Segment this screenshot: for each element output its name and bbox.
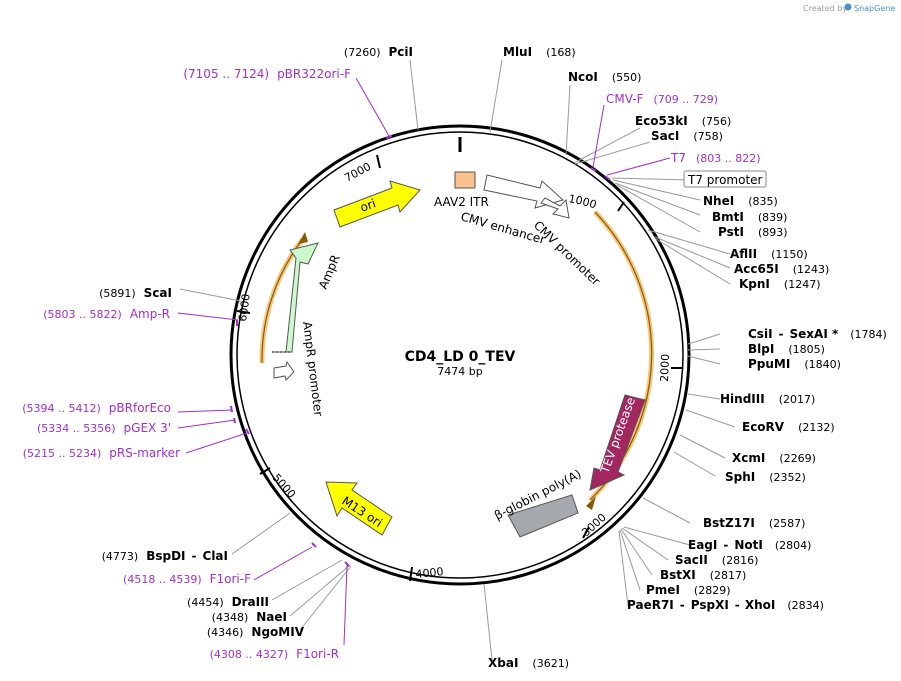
aav2-itr-feature[interactable] [454,171,476,189]
m13-ori-feature[interactable] [325,481,393,536]
backbone-outer-ring [229,124,691,586]
site-label[interactable]: HindIII(2017) [720,392,815,406]
site-label[interactable]: (7260)PciI [344,45,413,59]
site-label[interactable]: EcoRV(2132) [742,420,835,434]
site-label[interactable]: BstXI(2817) [660,568,746,582]
tick-label-6000: 6000 [236,293,253,323]
site-label[interactable]: PmeI(2829) [646,583,730,597]
site-label[interactable]: (4773)BspDI-ClaI [102,549,228,563]
orf-arrowhead-right [586,496,596,510]
site-label[interactable]: BstZ17I(2587) [703,516,805,530]
primer-label[interactable]: (4308 .. 4327)F1ori-R [210,647,339,661]
site-labels-right: MluI(168) NcoI(550) Eco53kI(756) SacI(75… [488,45,887,670]
tick-label-1000: 1000 [567,192,598,211]
snapgene-logo-icon [844,3,852,11]
site-label[interactable]: (4348)NaeI [212,610,287,624]
site-label[interactable]: BlpI(1805) [748,342,825,356]
site-labels-left: (7260)PciI (5891)ScaI (4773)BspDI-ClaI (… [99,45,413,639]
site-label[interactable]: Acc65I(1243) [734,262,829,276]
plasmid-name: CD4_LD 0_TEV [405,349,516,365]
tick-label-2000: 2000 [658,354,672,382]
primer-label[interactable]: T7(803 .. 822) [670,151,761,165]
tick-label-7000: 7000 [342,160,373,185]
site-label[interactable]: AflII(1150) [730,247,808,261]
site-label[interactable]: SacI(758) [651,129,723,143]
ori-label: ori [358,196,377,214]
cmv-promoter-feature[interactable] [540,197,570,219]
major-ticks [236,154,683,582]
site-label[interactable]: SphI(2352) [725,470,806,484]
site-label[interactable]: XcmI(2269) [732,451,816,465]
credit-text: Created by [803,4,847,13]
t7-promoter-label: T7 promoter [687,173,763,187]
backbone-inner-ring [236,131,684,579]
ampr-promoter-feature[interactable] [273,360,295,381]
site-label[interactable]: (4454)DraIII [187,595,269,609]
site-label[interactable]: CsiI-SexAI *(1784) [748,327,887,341]
primer-label[interactable]: (7105 .. 7124)pBR322ori-F [183,67,351,81]
plasmid-length: 7474 bp [437,365,482,378]
primer-label[interactable]: (5334 .. 5356)pGEX 3' [37,421,171,435]
site-label[interactable]: MluI(168) [503,45,576,59]
site-label[interactable]: XbaI(3621) [488,656,569,670]
tev-protease-feature[interactable] [589,394,646,491]
primer-label[interactable]: (5394 .. 5412)pBRforEco [22,401,171,415]
site-label[interactable]: EagI-NotI(2804) [688,538,811,552]
aav2-itr-label: AAV2 ITR [434,195,489,209]
primer-label[interactable]: CMV-F(709 .. 729) [606,92,718,106]
site-label[interactable]: (4346)NgoMIV [207,625,305,639]
site-label[interactable]: PpuMI(1840) [748,357,841,371]
site-label[interactable]: NcoI(550) [568,70,641,84]
primer-label[interactable]: (4518 .. 4539)F1ori-F [123,572,251,586]
t7-promoter-box[interactable] [683,170,767,188]
ampr-feature[interactable] [272,242,319,353]
site-connector-lines [179,59,736,661]
primer-connector-lines [177,77,671,646]
cmv-promoter-label: CMV promoter [531,218,603,288]
tick-label-4000: 4000 [415,565,444,581]
primer-marks [230,135,611,567]
beta-globin-polya-feature[interactable] [507,494,579,538]
ori-feature[interactable] [333,180,421,228]
primer-labels: (7105 .. 7124)pBR322ori-F CMV-F(709 .. 7… [22,67,760,661]
site-label[interactable]: NheI(835) [703,194,778,208]
primer-label[interactable]: (5215 .. 5234)pRS-marker [23,446,180,460]
ampr-promoter-label: AmpR promoter [300,321,326,417]
site-label[interactable]: PaeR7I-PspXI-XhoI(2834) [627,598,824,612]
credit-brand: SnapGene [854,4,895,13]
site-label[interactable]: PstI(893) [718,225,788,239]
orf-arrowhead-left [298,232,308,244]
site-label[interactable]: (5891)ScaI [99,286,172,300]
site-label[interactable]: KpnI(1247) [739,277,820,291]
site-label[interactable]: BmtI(839) [712,210,787,224]
site-label[interactable]: Eco53kI(756) [635,114,731,128]
primer-label[interactable]: (5803 .. 5822)Amp-R [43,307,170,321]
site-label[interactable]: SacII(2816) [675,553,758,567]
ampr-label: AmpR [316,253,343,291]
